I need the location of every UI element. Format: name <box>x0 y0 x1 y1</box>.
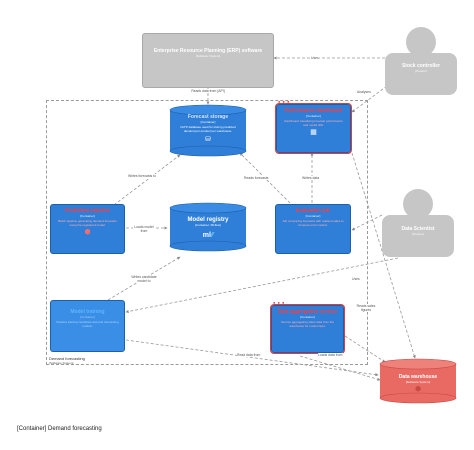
edge-sc-dashboard <box>351 79 396 113</box>
model-registry-title: Model registry <box>187 217 229 223</box>
edge-ds-training <box>125 257 399 314</box>
data-scientist-title: Data Scientist <box>401 226 435 232</box>
node-model-training[interactable]: Model training [Container] Pipeline trai… <box>50 300 125 352</box>
data-scientist-shape <box>382 189 454 257</box>
dashboard-marker: ● ● ● <box>278 99 290 104</box>
label-sc-analyses: Analyses <box>357 90 371 94</box>
data-aggregation-desc: Service aggregating sales data from the … <box>280 320 335 328</box>
model-registry-tech: [Container: MLflow] <box>195 223 221 227</box>
edge-agg-warehouse <box>344 335 386 363</box>
erp-tech: [Software System] <box>195 54 221 58</box>
forecast-storage-shape <box>169 104 247 157</box>
data-warehouse-tech: [Software System] <box>405 380 431 384</box>
label-sc-uses: Uses <box>311 56 319 60</box>
stock-controller-title: Stock controller <box>401 63 441 69</box>
node-data-scientist[interactable]: Data Scientist [Person] <box>382 226 454 236</box>
node-stock-controller[interactable]: Stock controller [Person] <box>385 63 457 73</box>
data-scientist-tech: [Person] <box>412 232 424 236</box>
evaluation-job-tech: [Container] <box>305 214 321 218</box>
forecast-storage-title: Forecast storage <box>187 114 229 120</box>
performance-dashboard-desc: Dashboard visualising forecast performan… <box>284 119 343 127</box>
label-writes-forecasts: Writes forecasts to <box>128 174 157 178</box>
label-loads-model: Loads model from <box>133 225 155 233</box>
prediction-pipeline-tech: [Container] <box>80 214 95 218</box>
evaluation-job-desc: Job comparing forecasts with realised sa… <box>282 219 344 227</box>
pipeline-icon: ⬢ <box>84 229 91 236</box>
label-ds-uses: Uses <box>352 277 360 281</box>
node-data-aggregation[interactable]: Data aggregation service [Container] Ser… <box>270 304 345 354</box>
label-reads-forecasts: Reads forecasts <box>244 176 269 180</box>
node-evaluation-job[interactable]: Evaluation job [Container] Job comparing… <box>275 204 351 254</box>
warehouse-icon: ⬢ <box>414 386 422 393</box>
prediction-pipeline-title: Prediction pipeline <box>65 208 110 214</box>
label-writes-candidate: Writes candidate model to <box>128 275 160 283</box>
boundary-name: Demand forecasting <box>49 356 85 361</box>
performance-dashboard-tech: [Container] <box>306 114 321 118</box>
stock-controller-shape <box>385 27 457 95</box>
node-prediction-pipeline[interactable]: Prediction pipeline [Container] Batch pi… <box>50 204 125 254</box>
mlflow-icon: ml⁄⁄ <box>202 232 214 239</box>
data-aggregation-tech: [Container] <box>300 315 315 319</box>
erp-title: Enterprise Resource Planning (ERP) softw… <box>153 48 263 54</box>
stock-controller-tech: [Person] <box>415 69 427 73</box>
data-warehouse-shape <box>379 358 457 404</box>
prediction-pipeline-desc: Batch pipeline generating demand forecas… <box>58 219 117 227</box>
container-boundary <box>46 100 368 365</box>
label-reads-sales: Reads sales figures <box>356 304 376 312</box>
diagram-caption: [Container] Demand forecasting <box>17 426 102 432</box>
model-training-desc: Pipeline training candidate demand forec… <box>56 320 119 328</box>
model-training-title: Model training <box>70 309 105 315</box>
node-erp[interactable]: Enterprise Resource Planning (ERP) softw… <box>142 33 274 88</box>
node-model-registry[interactable]: Model registry [Container: MLflow] ml⁄⁄ <box>172 217 244 239</box>
boundary-tech: [Software System] <box>49 361 74 365</box>
node-performance-dashboard[interactable]: Performance dashboard [Container] Dashbo… <box>275 103 352 154</box>
label-loads-data-from: Loads data from <box>318 353 343 357</box>
node-data-warehouse[interactable]: Data warehouse [Software System] ⬢ <box>382 374 454 393</box>
dashboard-icon: ▦ <box>310 129 317 136</box>
edge-training-warehouse <box>125 339 379 377</box>
node-forecast-storage[interactable]: Forecast storage [Container] OLTP databa… <box>172 114 244 143</box>
evaluation-job-title: Evaluation job <box>295 208 331 214</box>
forecast-storage-desc: OLTP database used for storing predicted… <box>180 125 236 133</box>
label-erp-reads: Reads data from [API] <box>190 89 226 93</box>
edge-agg-warehouse-2 <box>299 355 381 381</box>
performance-dashboard-title: Performance dashboard <box>284 108 343 114</box>
model-registry-shape <box>169 202 247 252</box>
data-aggregation-title: Data aggregation service <box>277 309 338 315</box>
model-training-tech: [Container] <box>80 315 95 319</box>
data-warehouse-title: Data warehouse <box>398 374 438 380</box>
database-icon: ⛁ <box>205 136 211 143</box>
edge-sc-warehouse <box>351 152 416 359</box>
label-writes-data: Writes data <box>302 176 320 180</box>
forecast-storage-tech: [Container] <box>200 120 216 124</box>
label-read-data-from: Read data from <box>237 353 261 357</box>
aggregation-marker: ● ● ● <box>273 300 285 305</box>
